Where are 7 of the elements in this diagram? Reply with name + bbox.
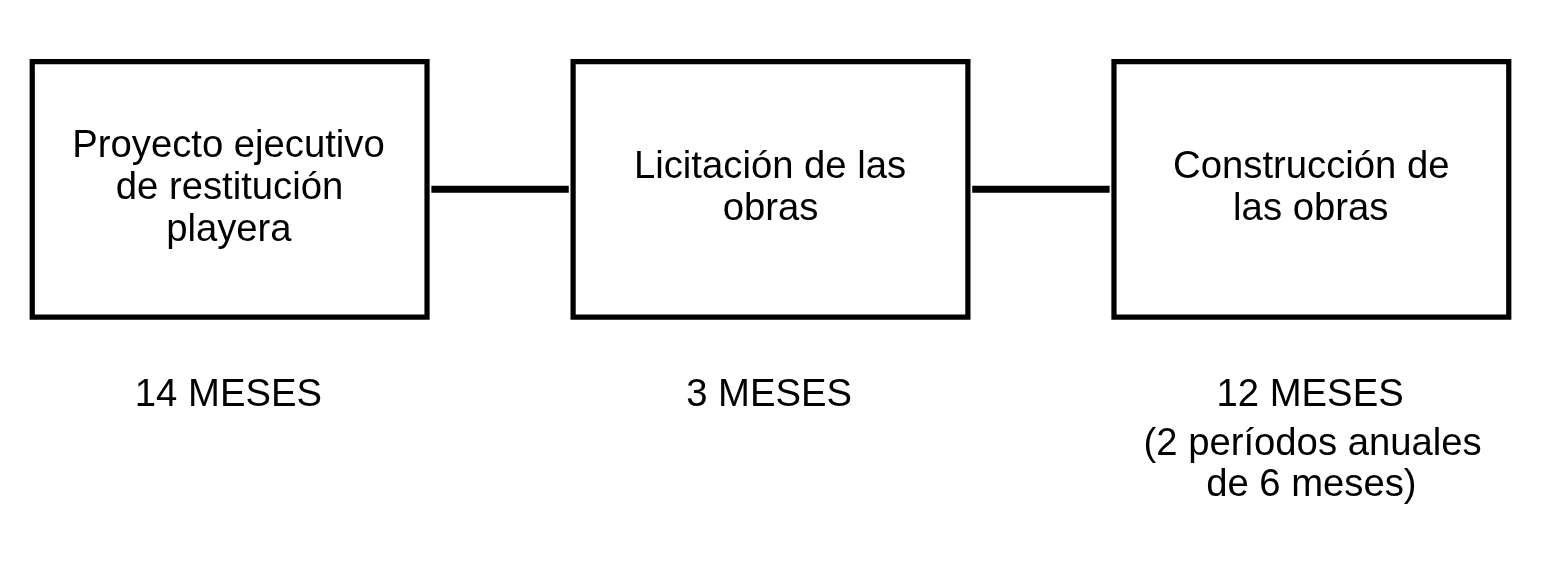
- node-box: Proyecto ejecutivo de restitución playera: [29, 58, 430, 320]
- node-label: 12 MESES: [1216, 370, 1404, 414]
- node-label: 14 MESES: [134, 370, 322, 414]
- node-label: 3 MESES: [686, 370, 852, 414]
- node-box: Licitación de las obras: [570, 58, 971, 320]
- node-label: (2 períodos anuales de 6 meses): [1143, 419, 1482, 504]
- node-box: Construcción de las obras: [1111, 58, 1512, 320]
